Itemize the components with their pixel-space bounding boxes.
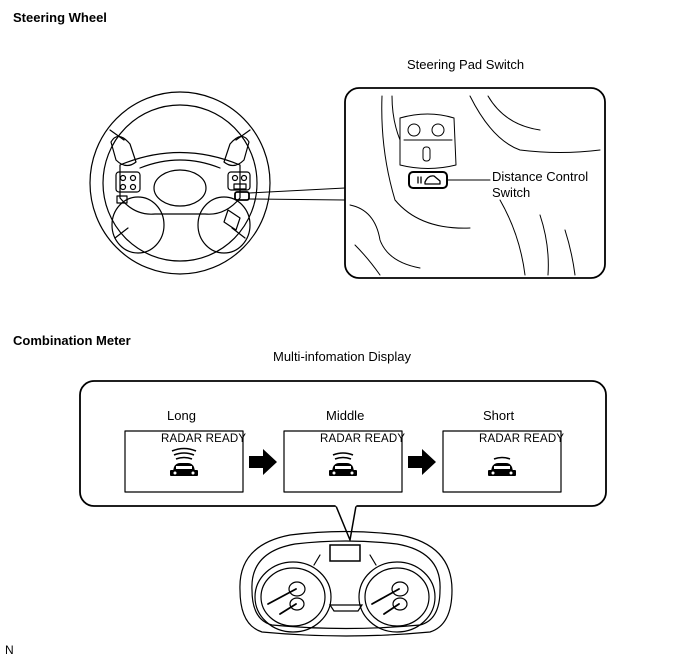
display-status-middle: RADAR READY — [320, 433, 406, 445]
steering-wheel-heading: Steering Wheel — [13, 10, 107, 25]
car-radar-icon-long — [170, 447, 198, 476]
steering-pad-switch-drawing — [349, 95, 601, 276]
display-screen-short — [442, 430, 562, 493]
right-arrow-icon — [249, 449, 277, 475]
car-radar-icon-middle — [329, 452, 357, 476]
right-arrow-icon — [408, 449, 436, 475]
car-radar-icon-short — [488, 456, 516, 476]
distance-control-switch-label-line1: Distance Control — [492, 169, 589, 184]
steering-pad-switch-label: Steering Pad Switch — [407, 57, 525, 72]
distance-control-switch-label-line2: Switch — [492, 185, 531, 200]
display-setting-short: Short — [483, 408, 515, 423]
multi-information-display-label: Multi-infomation Display — [273, 349, 411, 364]
display-screen-middle — [283, 430, 403, 493]
figure-code: N — [5, 643, 14, 657]
steering-wheel-drawing — [89, 91, 271, 275]
display-screen-long — [124, 430, 244, 493]
display-status-short: RADAR READY — [479, 433, 565, 445]
multi-information-display-callout — [79, 380, 607, 507]
steering-pad-switch-callout — [344, 87, 606, 279]
display-status-long: RADAR READY — [161, 433, 247, 445]
display-setting-long: Long — [167, 408, 196, 423]
combination-meter-heading: Combination Meter — [13, 333, 131, 348]
display-setting-middle: Middle — [326, 408, 365, 423]
instrument-cluster-drawing — [239, 530, 453, 637]
